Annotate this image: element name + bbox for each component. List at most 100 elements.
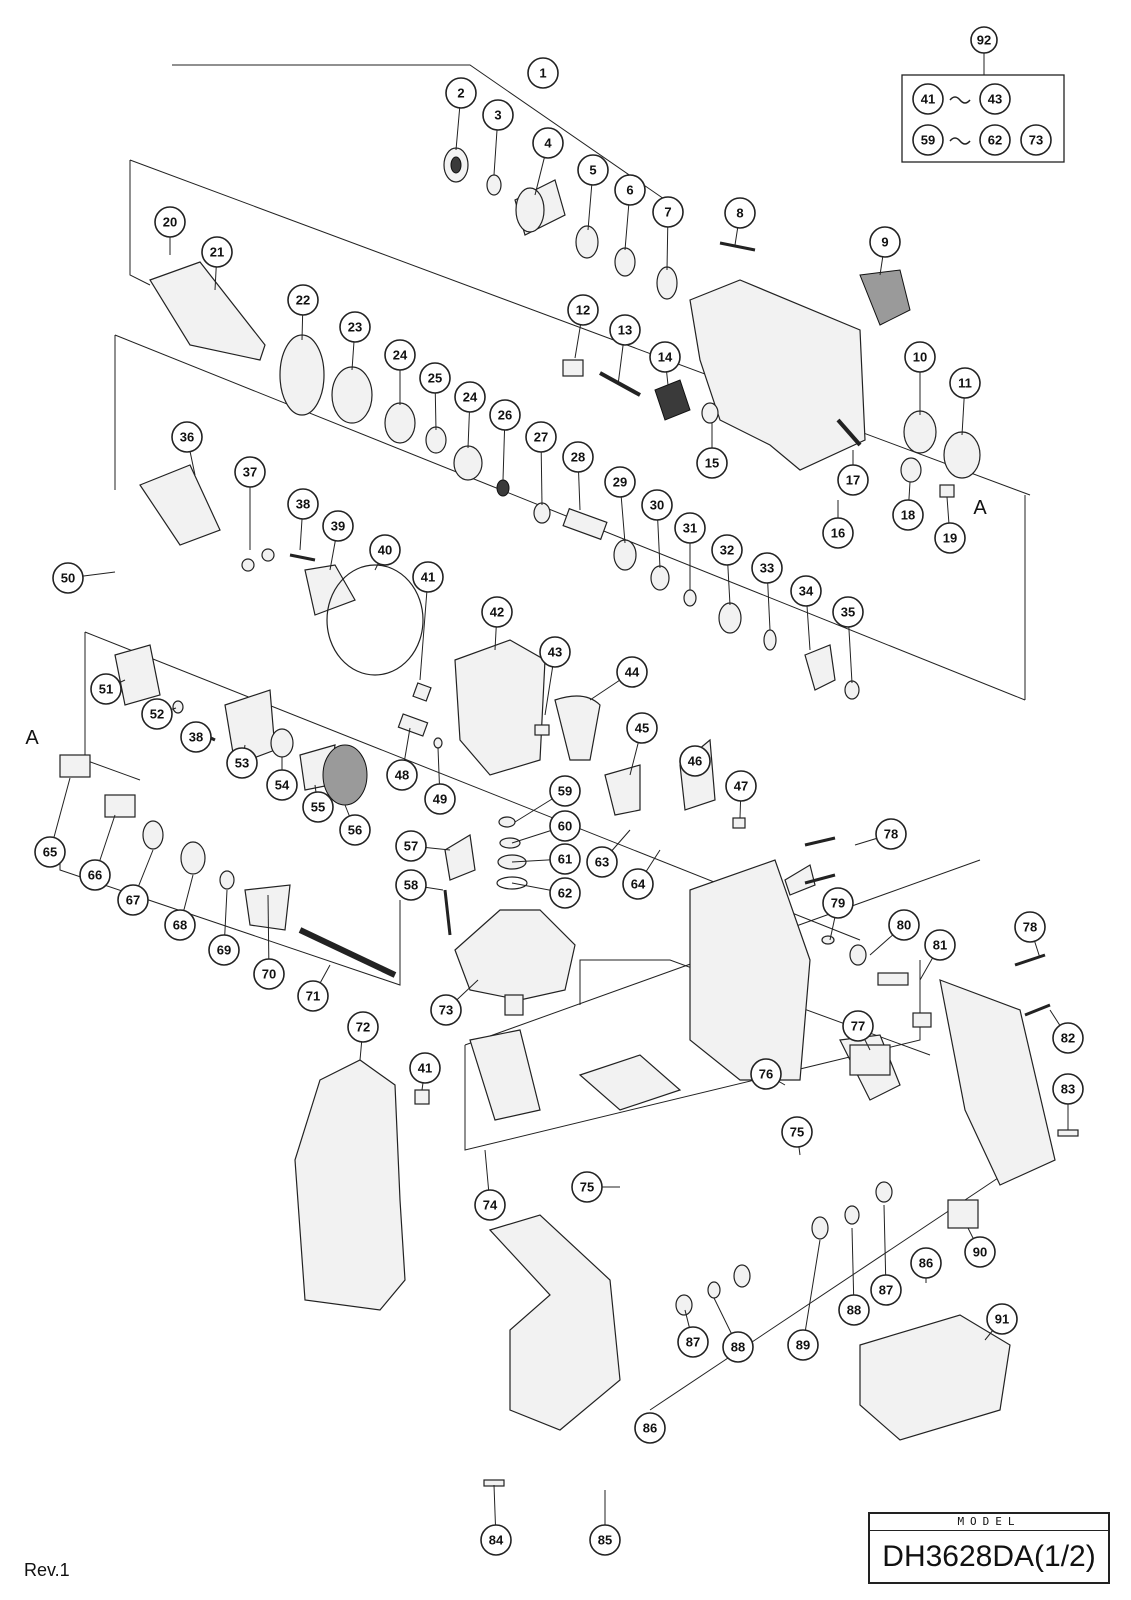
part-number: 7 bbox=[664, 205, 671, 220]
revision-label: Rev.1 bbox=[24, 1560, 70, 1580]
part-number: 89 bbox=[796, 1338, 810, 1353]
part-callout: 17 bbox=[837, 464, 869, 496]
part-callout: 25 bbox=[419, 362, 451, 394]
part-callout: 6 bbox=[614, 174, 646, 206]
part-callout: 5 bbox=[577, 154, 609, 186]
part-number: 82 bbox=[1061, 1031, 1075, 1046]
callout-leader bbox=[419, 576, 429, 681]
part-callout: 91 bbox=[986, 1303, 1018, 1335]
part-number: 38 bbox=[189, 730, 203, 745]
part-number: 49 bbox=[433, 792, 447, 807]
part-number: 62 bbox=[558, 886, 572, 901]
part-number: 12 bbox=[576, 303, 590, 318]
part-callout: 39 bbox=[322, 510, 354, 542]
part-callout: 37 bbox=[234, 456, 266, 488]
part-callout: 23 bbox=[339, 311, 371, 343]
part-number: 85 bbox=[598, 1533, 612, 1548]
part-callout: 26 bbox=[489, 399, 521, 431]
part-number: 20 bbox=[163, 215, 177, 230]
part-callout: 50 bbox=[52, 562, 84, 594]
part-callout: 28 bbox=[562, 441, 594, 473]
part-callout: 86 bbox=[634, 1412, 666, 1444]
part-number: 88 bbox=[731, 1340, 745, 1355]
part-callout: 57 bbox=[395, 830, 427, 862]
part-number: 2 bbox=[457, 86, 464, 101]
part-number: 37 bbox=[243, 465, 257, 480]
part-callout: 32 bbox=[711, 534, 743, 566]
part-callout: 27 bbox=[525, 421, 557, 453]
part-callout: 24 bbox=[454, 381, 486, 413]
kit-callout: 41 bbox=[912, 83, 944, 115]
part-number: 47 bbox=[734, 779, 748, 794]
part-callout: 16 bbox=[822, 517, 854, 549]
part-callout: 8 bbox=[724, 197, 756, 229]
part-number: 17 bbox=[846, 473, 860, 488]
part-callout: 36 bbox=[171, 421, 203, 453]
part-number: 35 bbox=[841, 605, 855, 620]
part-callout: 51 bbox=[90, 673, 122, 705]
part-callout: 38 bbox=[180, 721, 212, 753]
part-callout: 70 bbox=[253, 958, 285, 990]
part-callout: 78 bbox=[1014, 911, 1046, 943]
part-callout: 1 bbox=[527, 57, 559, 89]
part-number: 27 bbox=[534, 430, 548, 445]
part-callout: 87 bbox=[870, 1274, 902, 1306]
part-number: 6 bbox=[626, 183, 633, 198]
part-number: 43 bbox=[548, 645, 562, 660]
part-number: 65 bbox=[43, 845, 57, 860]
part-callout: 44 bbox=[616, 656, 648, 688]
part-number: 83 bbox=[1061, 1082, 1075, 1097]
part-number: 39 bbox=[331, 519, 345, 534]
part-callout: 88 bbox=[722, 1331, 754, 1363]
part-callout: 73 bbox=[430, 994, 462, 1026]
part-callout: 10 bbox=[904, 341, 936, 373]
part-number: 48 bbox=[395, 768, 409, 783]
part-number: 54 bbox=[275, 778, 290, 793]
part-callout: 74 bbox=[474, 1189, 506, 1221]
part-callout: 14 bbox=[649, 341, 681, 373]
part-number: 31 bbox=[683, 521, 697, 536]
part-number: 11 bbox=[958, 376, 972, 391]
part-number: 87 bbox=[686, 1335, 700, 1350]
part-callout: 86 bbox=[910, 1247, 942, 1279]
part-number: 13 bbox=[618, 323, 632, 338]
part-number: 36 bbox=[180, 430, 194, 445]
part-callout: 11 bbox=[949, 367, 981, 399]
part-number: 24 bbox=[393, 348, 408, 363]
svg-text:73: 73 bbox=[1029, 133, 1043, 148]
part-number: 81 bbox=[933, 938, 947, 953]
part-callout: 69 bbox=[208, 934, 240, 966]
part-number: 57 bbox=[404, 839, 418, 854]
part-number: 44 bbox=[625, 665, 640, 680]
part-number: 73 bbox=[439, 1003, 453, 1018]
part-number: 42 bbox=[490, 605, 504, 620]
part-number: 24 bbox=[463, 390, 478, 405]
part-callout: 90 bbox=[964, 1236, 996, 1268]
part-callout: 75 bbox=[781, 1116, 813, 1148]
part-number: 52 bbox=[150, 707, 164, 722]
kit-callout: 59 bbox=[912, 124, 944, 156]
part-callout: 40 bbox=[369, 534, 401, 566]
part-callout: 4 bbox=[532, 127, 564, 159]
part-callout: 15 bbox=[696, 447, 728, 479]
part-number: 29 bbox=[613, 475, 627, 490]
part-callout: 53 bbox=[226, 747, 258, 779]
part-number: 75 bbox=[580, 1180, 594, 1195]
part-number: 58 bbox=[404, 878, 418, 893]
part-callout: 81 bbox=[924, 929, 956, 961]
part-callout: 45 bbox=[626, 712, 658, 744]
part-number: 41 bbox=[421, 570, 435, 585]
part-number: 80 bbox=[897, 918, 911, 933]
part-callout: 41 bbox=[409, 1052, 441, 1084]
part-callout: 58 bbox=[395, 869, 427, 901]
part-number: 18 bbox=[901, 508, 915, 523]
part-callout: 47 bbox=[725, 770, 757, 802]
part-callout: 18 bbox=[892, 499, 924, 531]
part-number: 28 bbox=[571, 450, 585, 465]
part-callout: 72 bbox=[347, 1011, 379, 1043]
part-callout: 59 bbox=[549, 775, 581, 807]
part-callout: 49 bbox=[424, 783, 456, 815]
part-number: 21 bbox=[210, 245, 224, 260]
part-callout: 63 bbox=[586, 846, 618, 878]
